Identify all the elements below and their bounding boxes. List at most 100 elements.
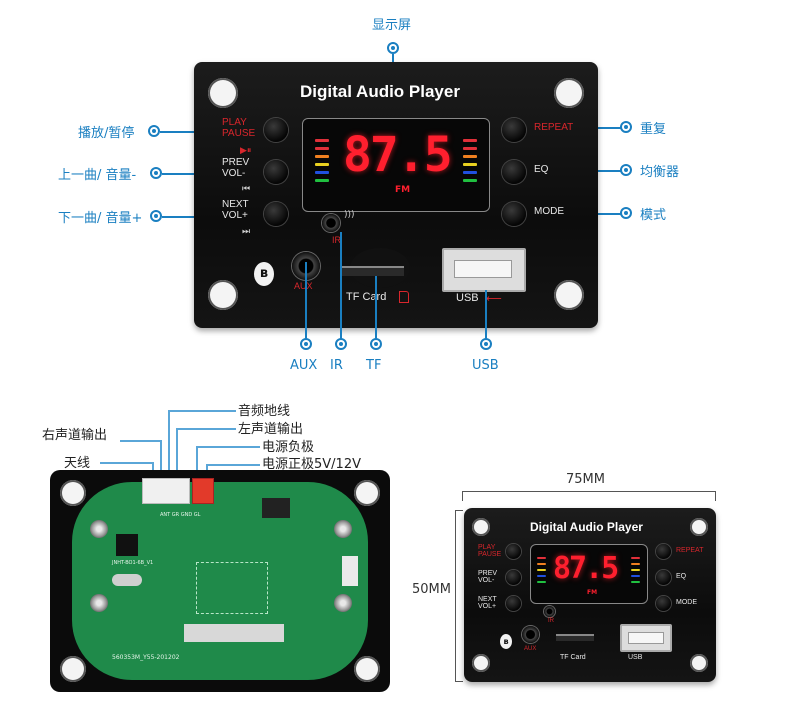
wire-label-left-channel: 左声道输出 <box>238 422 304 437</box>
eq-bar <box>463 179 477 182</box>
dim-next-button[interactable] <box>506 596 521 611</box>
dim-display-frequency: 87.5 <box>553 551 619 586</box>
callout-ir: IR <box>330 358 343 373</box>
eq-bar <box>463 171 477 174</box>
eq-button[interactable] <box>502 160 526 184</box>
dim-ir-receiver <box>544 606 555 617</box>
dim-play-pause-button[interactable] <box>506 544 521 559</box>
dim-mode-label: MODE <box>676 599 697 606</box>
wire-label-antenna: 天线 <box>64 456 91 471</box>
bluetooth-icon: ʙ <box>254 262 274 286</box>
leader-line <box>100 462 152 464</box>
eq-bar <box>537 581 546 583</box>
dim-tf-label: TF Card <box>560 654 586 661</box>
dimension-tick <box>455 681 463 682</box>
repeat-button[interactable] <box>502 118 526 142</box>
eq-bar <box>537 557 546 559</box>
usb-tongue <box>454 260 512 278</box>
prev-icon: ⏮ <box>242 184 251 194</box>
dimension-tick <box>455 510 463 511</box>
callout-dot <box>620 121 632 133</box>
wire-label-power-positive: 电源正极5V/12V <box>262 457 361 472</box>
ribbon-header <box>184 624 284 642</box>
eq-bar <box>315 163 329 166</box>
dim-ir-label: IR <box>548 618 554 624</box>
callout-line <box>340 232 342 340</box>
mount-hole <box>690 654 708 672</box>
eq-label: EQ <box>534 164 549 175</box>
silkscreen-outline <box>196 562 268 614</box>
dim-usb-label: USB <box>628 654 643 661</box>
usb-icon: ⟵ <box>486 292 502 305</box>
callout-line <box>485 290 487 340</box>
mount-hole <box>60 656 86 682</box>
dim-bluetooth-icon: ʙ <box>500 634 512 649</box>
eq-bar <box>537 575 546 577</box>
dim-tf-card-slot[interactable] <box>556 634 594 641</box>
eq-bar <box>631 557 640 559</box>
tf-card-slot[interactable] <box>342 266 404 276</box>
callout-dot <box>150 210 162 222</box>
dim-aux-jack[interactable] <box>522 626 539 643</box>
callout-dot <box>335 338 347 350</box>
mode-label: MODE <box>534 206 564 217</box>
ir-receiver <box>322 214 340 232</box>
leader-line <box>196 446 198 480</box>
mount-hole <box>208 280 238 310</box>
leader-line <box>176 428 178 480</box>
dim-prev-button[interactable] <box>506 570 521 585</box>
dim-repeat-button[interactable] <box>656 544 671 559</box>
eq-bar <box>537 563 546 565</box>
dim-usb-port[interactable] <box>620 624 672 652</box>
dim-repeat-label: REPEAT <box>676 547 704 554</box>
usb-tongue <box>628 632 664 644</box>
mode-button[interactable] <box>502 202 526 226</box>
pcb-rear-housing: 560353M_Y55-201202 JNHT-BO1-6B_V1 ANT GR… <box>50 470 390 692</box>
play-pause-button[interactable] <box>264 118 288 142</box>
dim-aux-label: AUX <box>524 646 537 652</box>
leader-line <box>168 410 170 480</box>
height-dimension-label: 50MM <box>412 582 451 597</box>
prev-vol-button[interactable] <box>264 160 288 184</box>
mount-hole <box>554 280 584 310</box>
callout-repeat: 重复 <box>640 122 667 137</box>
panel-title: Digital Audio Player <box>300 82 460 101</box>
display-unit: FM <box>395 185 411 195</box>
next-vol-button[interactable] <box>264 202 288 226</box>
mount-hole <box>354 656 380 682</box>
screw <box>90 520 108 538</box>
callout-next-vol: 下一曲/ 音量+ <box>58 211 143 226</box>
usb-port[interactable] <box>442 248 526 292</box>
leader-line <box>206 464 260 466</box>
ir-signal-icon: ))) <box>344 210 355 220</box>
callout-mode: 模式 <box>640 208 667 223</box>
chip <box>116 534 138 556</box>
pcb-silkscreen-model: JNHT-BO1-6B_V1 <box>112 560 154 566</box>
callout-line <box>305 262 307 340</box>
callout-prev-vol: 上一曲/ 音量- <box>58 168 137 183</box>
dim-display-screen: 87.5 FM <box>530 544 648 604</box>
connector <box>342 556 358 586</box>
eq-bar <box>463 163 477 166</box>
dim-mode-button[interactable] <box>656 596 671 611</box>
callout-dot <box>620 207 632 219</box>
dim-eq-label: EQ <box>676 573 687 580</box>
screw <box>90 594 108 612</box>
eq-bar <box>315 179 329 182</box>
repeat-label: REPEAT <box>534 122 574 133</box>
eq-bar <box>463 139 477 142</box>
callout-aux: AUX <box>290 358 318 373</box>
regulator <box>262 498 290 518</box>
callout-tf: TF <box>366 358 382 373</box>
dim-eq-button[interactable] <box>656 570 671 585</box>
aux-label: AUX <box>294 281 313 291</box>
mount-hole <box>208 78 238 108</box>
mount-hole <box>60 480 86 506</box>
crystal <box>112 574 142 586</box>
leader-line <box>196 446 260 448</box>
pcb-silkscreen-pins: ANT GR GND GL <box>160 512 201 518</box>
